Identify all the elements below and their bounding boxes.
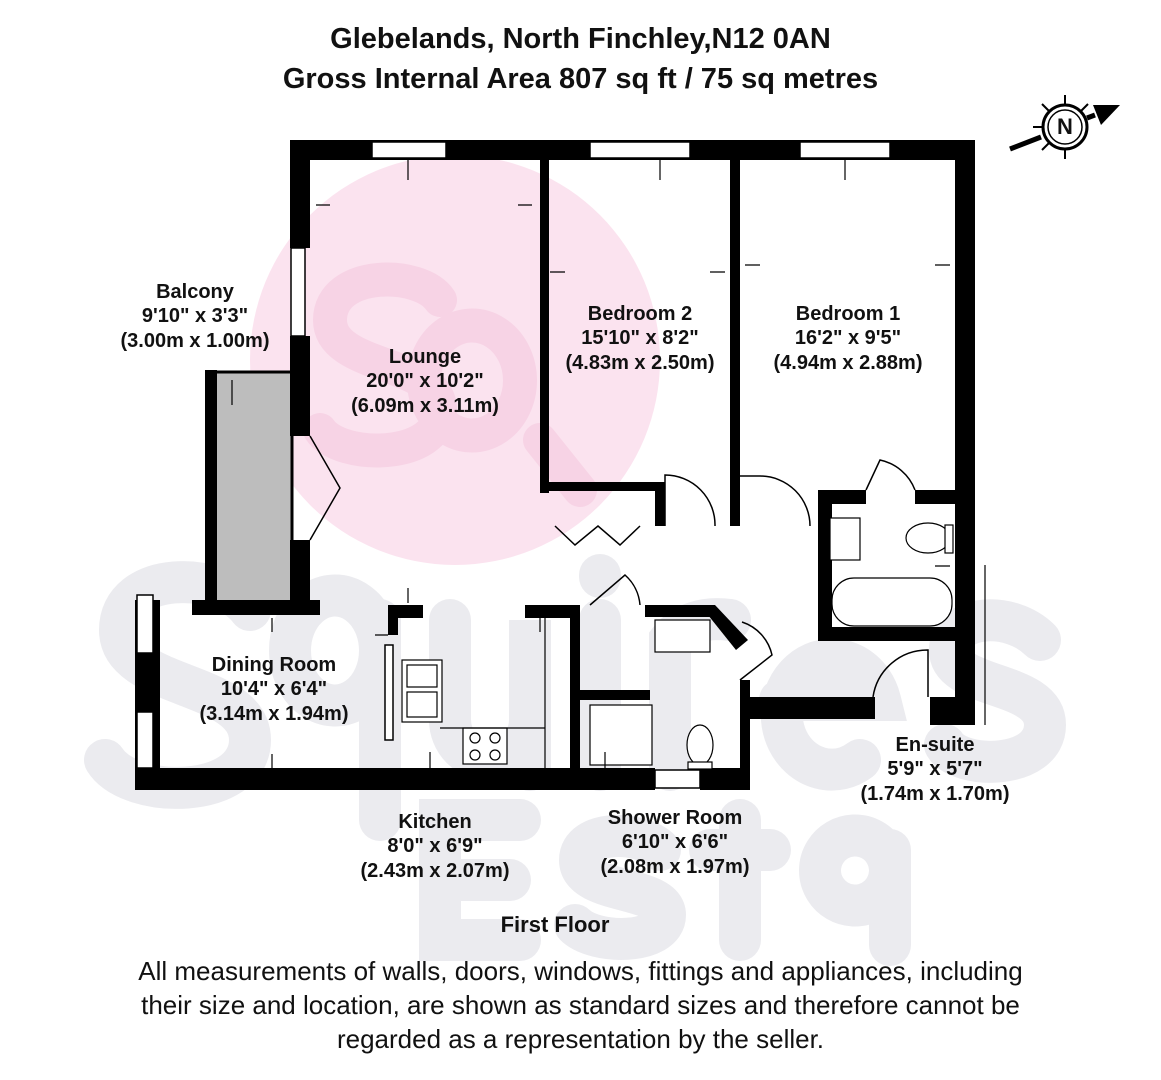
disclaimer: All measurements of walls, doors, window… [0, 955, 1161, 1056]
windows [136, 141, 891, 789]
room-metric: (2.43m x 2.07m) [360, 859, 510, 882]
room-name: Balcony [156, 281, 234, 303]
address-title: Glebelands, North Finchley,N12 0AN [330, 23, 831, 55]
disclaimer-line: regarded as a representation by the sell… [336, 1023, 825, 1054]
room-label-kitchen: Kitchen 8'0" x 6'9" (2.43m x 2.07m) [361, 810, 510, 883]
fixtures [401, 517, 986, 770]
shower-basin [654, 619, 711, 653]
room-imperial: 10'4" x 6'4" [220, 678, 328, 701]
room-name: Dining Room [211, 654, 337, 676]
room-metric: (6.09m x 3.11m) [351, 394, 499, 417]
room-imperial: 15'10" x 8'2" [581, 327, 699, 350]
room-label-en-suite: En-suite 5'9" x 5'7" (1.74m x 1.70m) [861, 733, 1010, 806]
disclaimer-line: All measurements of walls, doors, window… [138, 956, 1023, 986]
room-label-bedroom-2: Bedroom 2 15'10" x 8'2" (4.83m x 2.50m) [566, 302, 715, 375]
room-imperial: 16'2" x 9'5" [794, 327, 902, 350]
room-imperial: 8'0" x 6'9" [387, 835, 483, 858]
room-imperial: 6'10" x 6'6" [621, 831, 729, 854]
ensuite-basin [829, 517, 861, 561]
dimension-markers [231, 160, 950, 768]
ensuite-toilet [905, 522, 951, 554]
room-imperial: 5'9" x 5'7" [887, 758, 983, 781]
room-imperial: 9'10" x 3'3" [141, 305, 249, 328]
room-label-balcony: Balcony 9'10" x 3'3" (3.00m x 1.00m) [121, 280, 270, 353]
floor-label: First Floor [500, 912, 610, 937]
shower-tray [589, 704, 653, 766]
room-name: Bedroom 2 [587, 303, 693, 325]
room-label-shower-room: Shower Room 6'10" x 6'6" (2.08m x 1.97m) [601, 806, 750, 879]
room-imperial: 20'0" x 10'2" [366, 370, 484, 393]
compass-icon [1009, 95, 1120, 159]
room-name: Kitchen [398, 811, 472, 833]
room-metric: (4.83m x 2.50m) [565, 351, 715, 374]
hob [462, 727, 508, 765]
room-name: Bedroom 1 [795, 303, 901, 325]
room-metric: (1.74m x 1.70m) [860, 782, 1010, 805]
room-label-bedroom-1: Bedroom 1 16'2" x 9'5" (4.94m x 2.88m) [774, 302, 923, 375]
shower-toilet [686, 724, 714, 766]
room-metric: (4.94m x 2.88m) [773, 351, 923, 374]
balcony-area [208, 370, 294, 604]
room-label-dining-room: Dining Room 10'4" x 6'4" (3.14m x 1.94m) [200, 653, 349, 726]
room-name: En-suite [895, 734, 975, 756]
room-label-lounge: Lounge 20'0" x 10'2" (6.09m x 3.11m) [351, 345, 499, 418]
doors [309, 435, 929, 698]
bath [831, 577, 953, 627]
area-subtitle: Gross Internal Area 807 sq ft / 75 sq me… [282, 63, 879, 95]
room-name: Lounge [388, 346, 462, 368]
room-metric: (3.00m x 1.00m) [120, 329, 270, 352]
compass-label: N [1057, 114, 1073, 139]
disclaimer-line: their size and location, are shown as st… [141, 989, 1020, 1020]
room-name: Shower Room [607, 807, 743, 829]
room-metric: (3.14m x 1.94m) [199, 702, 349, 725]
room-metric: (2.08m x 1.97m) [600, 855, 750, 878]
